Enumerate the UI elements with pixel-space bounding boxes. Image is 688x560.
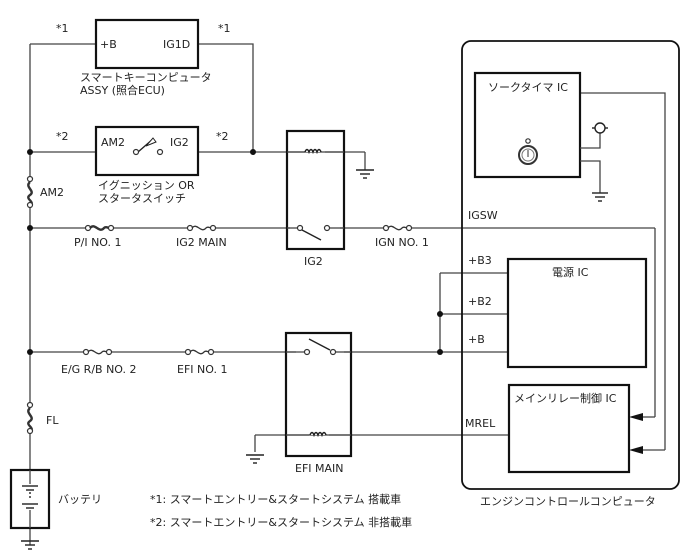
stopwatch-icon <box>518 138 538 165</box>
soak-timer-ic-label: ソークタイマ IC <box>488 81 568 94</box>
marker-star2-right: *2 <box>216 130 229 143</box>
switch-contact-icon <box>132 137 164 156</box>
ignition-label-1: イグニッション OR <box>98 178 195 192</box>
fuse-pi-no1-label: P/I NO. 1 <box>74 236 122 249</box>
ground-icon <box>246 454 264 464</box>
junction-dot <box>250 149 256 155</box>
ig2-relay-box <box>285 129 346 251</box>
relay-coil-icon <box>287 147 344 157</box>
ignition-switch-box <box>94 125 200 177</box>
relay-switch-icon <box>286 338 351 358</box>
fuse-fl-label: FL <box>46 414 59 427</box>
ground-icon <box>592 192 608 202</box>
battery-icon <box>22 470 38 528</box>
ground-icon <box>356 169 374 179</box>
main-relay-ic-label: メインリレー制御 IC <box>514 391 617 405</box>
relay-coil-icon <box>286 430 351 440</box>
wire-soak-timer-ground <box>580 160 601 193</box>
fuse-eg-rb-no2-label: E/G R/B NO. 2 <box>61 363 137 376</box>
fuse-ign-no1-icon <box>382 222 413 234</box>
junction-dot <box>27 225 33 231</box>
efi-main-relay-box <box>284 331 353 458</box>
fusible-link-fl-icon <box>24 401 36 435</box>
ig2-relay-label: IG2 <box>304 255 323 268</box>
wire-soak-timer-out <box>580 92 666 450</box>
ground-icon <box>21 540 39 550</box>
engine-computer-box <box>461 40 680 490</box>
fusible-link-am2-icon <box>24 175 36 209</box>
smart-key-label-1: スマートキーコンピュータ <box>80 71 212 84</box>
pin-b3-label: +B3 <box>468 254 492 267</box>
ignition-pin-am2: AM2 <box>101 136 125 149</box>
marker-star1-left: *1 <box>56 22 69 35</box>
fusible-link-pi-icon <box>84 222 115 234</box>
battery-label: バッテリ <box>58 493 102 506</box>
main-relay-ic-box <box>507 383 631 474</box>
wire-soak-timer-b <box>580 128 601 149</box>
fuse-ig2-main-icon <box>186 222 217 234</box>
arrow-left-icon <box>629 446 643 454</box>
smart-key-label-2: ASSY (照合ECU) <box>80 83 165 97</box>
power-ic-box <box>506 257 648 369</box>
wire-ig1d <box>198 43 254 152</box>
smart-key-pin-ig1d: IG1D <box>163 38 190 51</box>
engine-computer-label: エンジンコントロールコンピュータ <box>480 495 656 508</box>
fuse-ign-no1-label: IGN NO. 1 <box>375 236 429 249</box>
smart-key-ecu-box <box>94 18 200 70</box>
marker-star1-right: *1 <box>218 22 231 35</box>
pin-mrel-label: MREL <box>465 417 496 430</box>
efi-main-relay-label: EFI MAIN <box>295 462 344 475</box>
relay-switch-icon <box>287 222 344 241</box>
junction-dot <box>437 311 443 317</box>
fuse-ig2-main-label: IG2 MAIN <box>176 236 227 249</box>
fuse-efi-no1-icon <box>184 346 215 358</box>
junction-dot <box>27 149 33 155</box>
fuse-am2-label: AM2 <box>40 186 64 199</box>
fuse-efi-no1-label: EFI NO. 1 <box>177 363 227 376</box>
ignition-label-2: スタータスイッチ <box>98 192 186 205</box>
ignition-pin-ig2: IG2 <box>170 136 189 149</box>
terminal-icon <box>592 122 608 134</box>
note-star1: *1: スマートエントリー&スタートシステム 搭載車 <box>150 492 401 506</box>
power-ic-label: 電源 IC <box>552 265 589 279</box>
junction-dot <box>27 349 33 355</box>
pin-b-label: +B <box>468 333 485 346</box>
pin-b2-label: +B2 <box>468 295 492 308</box>
junction-dot <box>437 349 443 355</box>
marker-star2-left: *2 <box>56 130 69 143</box>
smart-key-pin-b: +B <box>100 38 117 51</box>
arrow-left-icon <box>629 413 643 421</box>
note-star2: *2: スマートエントリー&スタートシステム 非搭載車 <box>150 515 412 529</box>
pin-igsw-label: IGSW <box>468 209 498 222</box>
fuse-eg-rb-no2-icon <box>82 346 113 358</box>
